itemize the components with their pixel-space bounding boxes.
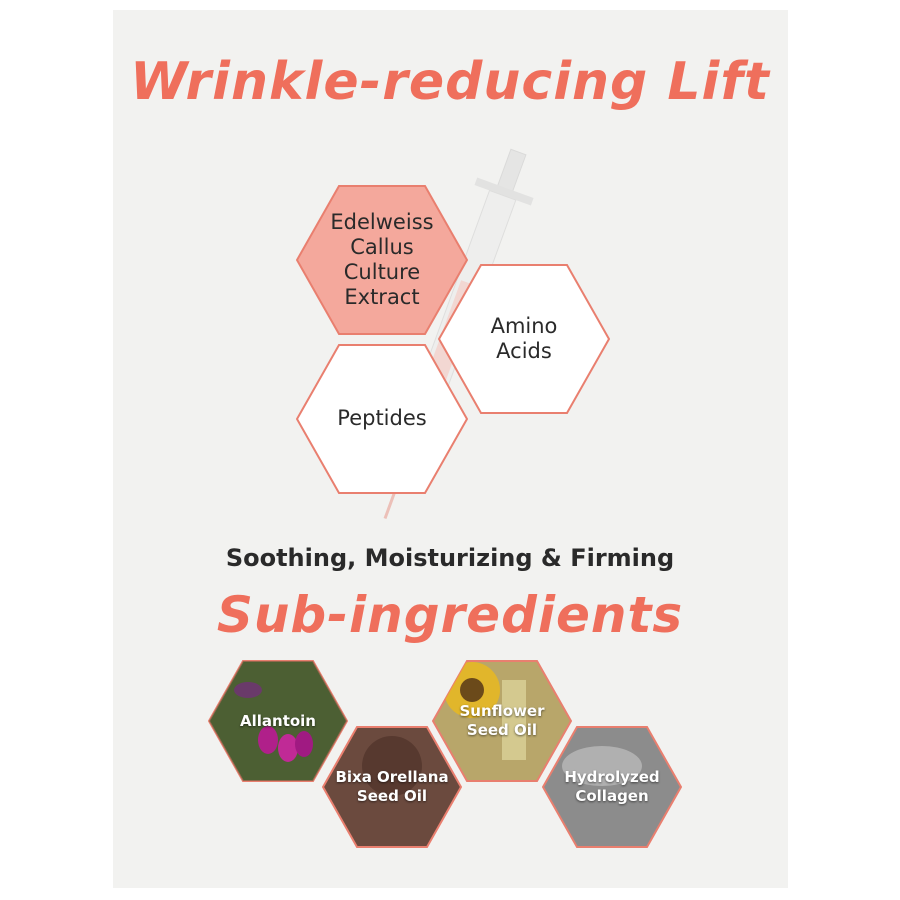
hexagon-shape [438, 264, 610, 414]
hex-sunflower-oil: Sunflower Seed Oil [432, 660, 572, 782]
main-title: Wrinkle-reducing Lift [130, 52, 770, 112]
sub-title: Sub-ingredients [216, 586, 684, 644]
hex-label: Edelweiss Callus Culture Extract [330, 209, 434, 310]
section-heading: Soothing, Moisturizing & Firming [225, 544, 675, 572]
hex-hydrolyzed-collagen: Hydrolyzed Collagen [542, 726, 682, 848]
hex-edelweiss-extract: Edelweiss Callus Culture Extract [296, 185, 468, 335]
comfrey-flower-photo [208, 660, 348, 782]
hex-label: Hydrolyzed Collagen [564, 768, 660, 805]
hex-label: Sunflower Seed Oil [459, 702, 545, 739]
hex-bixa-orellana: Bixa Orellana Seed Oil [322, 726, 462, 848]
hex-label: Allantoin [240, 711, 316, 730]
hex-label: Peptides [337, 406, 427, 431]
hexagon-shape [296, 185, 468, 335]
hex-peptides: Peptides [296, 344, 468, 494]
hex-allantoin: Allantoin [208, 660, 348, 782]
hexagon-shape [296, 344, 468, 494]
collagen-powder-photo [542, 726, 682, 848]
hex-label: Bixa Orellana Seed Oil [335, 768, 449, 805]
hex-amino-acids: Amino Acids [438, 264, 610, 414]
sunflower-oil-photo [432, 660, 572, 782]
hex-fill [296, 185, 468, 335]
annatto-pod-photo [322, 726, 462, 848]
hex-label: Amino Acids [490, 313, 558, 363]
